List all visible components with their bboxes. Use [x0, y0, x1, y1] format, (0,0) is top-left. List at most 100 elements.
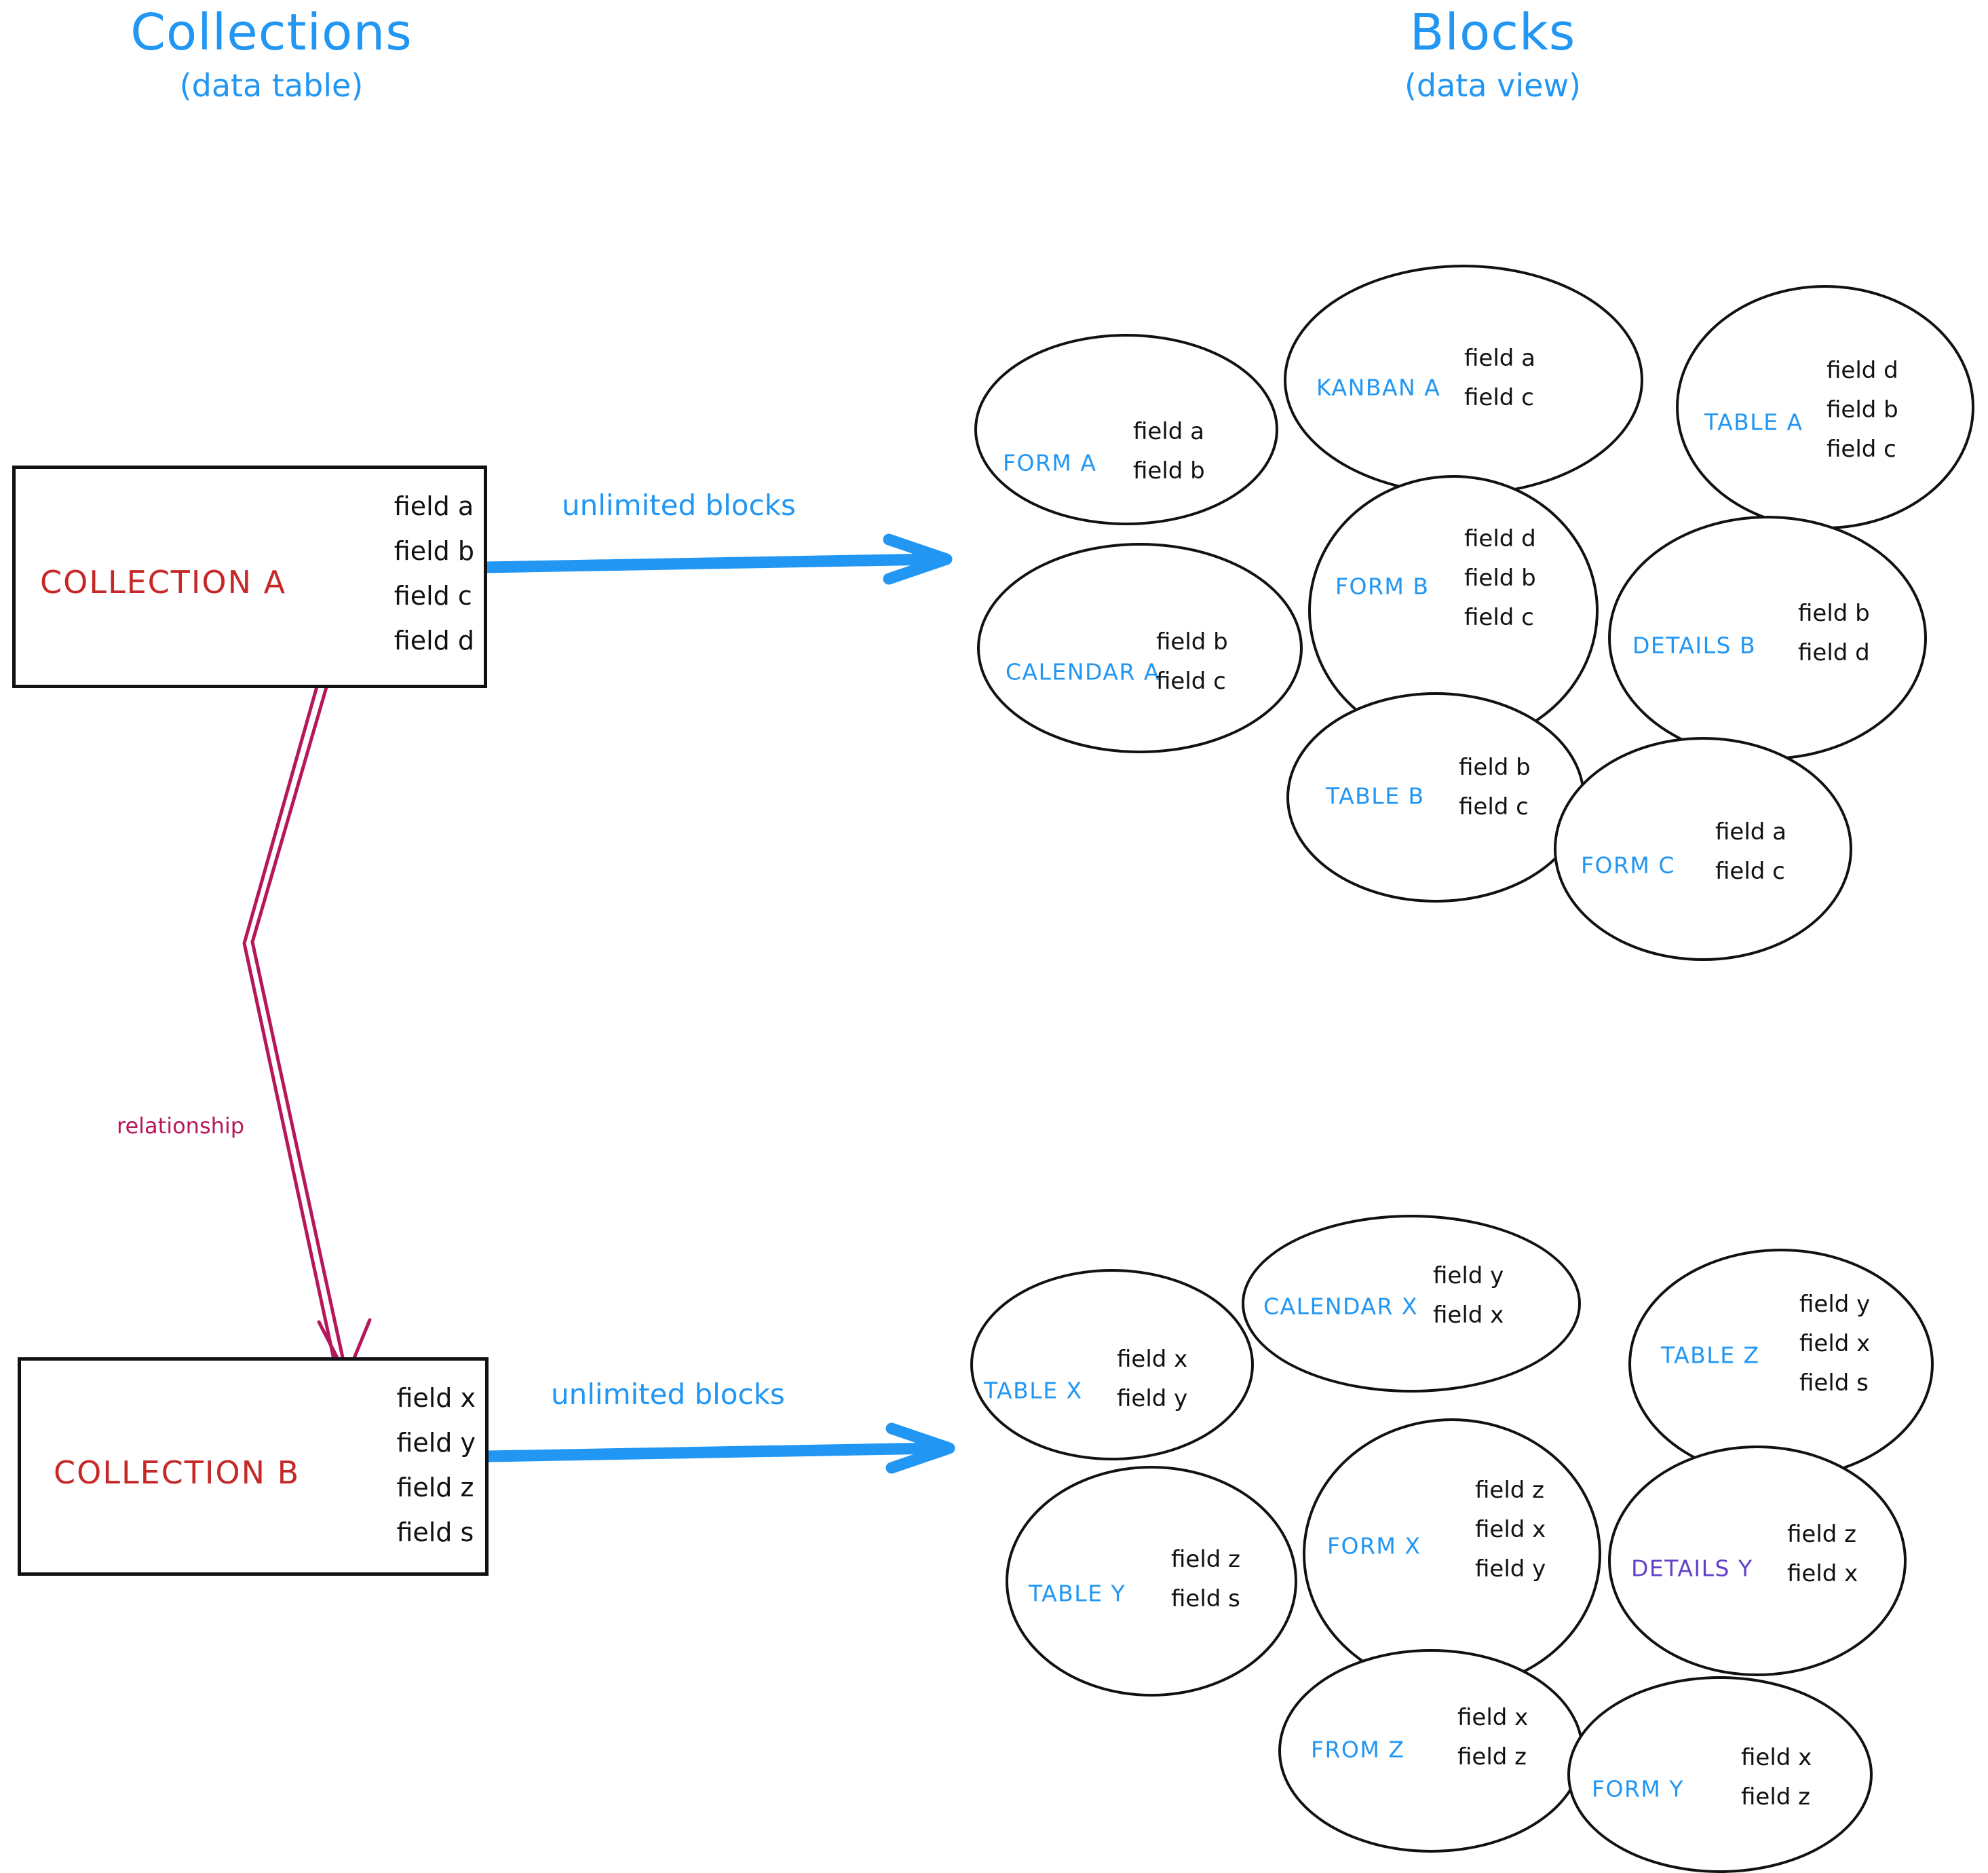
collection-a-field: field d — [394, 626, 474, 656]
block-field: field y — [1799, 1291, 1871, 1318]
relationship-connector — [242, 658, 372, 1378]
block-field: field c — [1464, 604, 1534, 631]
block-label-form-a: FORM A — [1003, 449, 1097, 476]
block-field: field d — [1798, 639, 1870, 667]
collection-a-fields: field a field b field c field d — [394, 484, 474, 663]
block-field: field z — [1171, 1546, 1241, 1574]
block-field: field a — [1133, 418, 1205, 446]
block-ellipse-form-c[interactable]: FORM C field a field c — [1554, 737, 1852, 961]
block-label-form-c: FORM C — [1581, 852, 1675, 879]
block-label-form-x: FORM X — [1327, 1532, 1421, 1559]
block-ellipse-table-x[interactable]: TABLE X field x field y — [970, 1269, 1254, 1460]
block-label-details-b: DETAILS B — [1632, 632, 1757, 659]
block-field: field x — [1433, 1302, 1504, 1329]
block-label-from-z: FROM Z — [1311, 1736, 1405, 1763]
unlimited-blocks-label-top: unlimited blocks — [562, 489, 796, 522]
block-fields-form-c: field a field c — [1715, 812, 1786, 891]
blocks-title: Blocks — [1409, 3, 1576, 62]
block-field: field s — [1799, 1369, 1869, 1397]
block-fields-kanban-a: field a field c — [1464, 339, 1535, 417]
block-ellipse-from-z[interactable]: FROM Z field x field z — [1278, 1649, 1584, 1853]
block-fields-table-b: field b field c — [1459, 748, 1531, 827]
block-label-table-x: TABLE X — [984, 1377, 1083, 1404]
block-ellipse-calendar-x[interactable]: CALENDAR X field y field x — [1242, 1215, 1581, 1393]
block-label-kanban-a: KANBAN A — [1316, 374, 1441, 401]
block-field: field y — [1475, 1555, 1546, 1583]
block-label-calendar-a: CALENDAR A — [1006, 658, 1160, 685]
block-field: field c — [1464, 384, 1534, 412]
block-field: field y — [1433, 1262, 1504, 1290]
block-fields-details-y: field z field x — [1787, 1515, 1858, 1593]
block-field: field z — [1787, 1521, 1857, 1549]
blocks-subtitle: (data view) — [1404, 67, 1582, 104]
collection-b-field: field z — [396, 1473, 474, 1502]
block-ellipse-form-x[interactable]: FORM X field z field x field y — [1303, 1418, 1601, 1690]
block-field: field c — [1156, 667, 1226, 695]
collection-b-box[interactable]: COLLECTION B field x field y field z fie… — [18, 1357, 489, 1576]
block-field: field z — [1457, 1743, 1527, 1771]
block-field: field a — [1715, 818, 1787, 846]
collection-b-field: field x — [396, 1383, 476, 1413]
block-field: field b — [1459, 754, 1531, 782]
block-field: field c — [1459, 793, 1529, 821]
block-field: field y — [1117, 1384, 1188, 1412]
collection-b-field: field y — [396, 1428, 476, 1458]
block-ellipse-table-b[interactable]: TABLE B field b field c — [1286, 692, 1585, 903]
block-fields-form-x: field z field x field y — [1475, 1471, 1546, 1589]
block-label-table-y: TABLE Y — [1029, 1580, 1126, 1607]
block-field: field b — [1464, 565, 1536, 592]
collections-title: Collections — [130, 3, 413, 62]
relationship-label: relationship — [117, 1113, 245, 1139]
block-field: field b — [1133, 457, 1205, 485]
block-label-form-b: FORM B — [1335, 573, 1430, 600]
collection-b-field: field s — [396, 1517, 474, 1547]
collection-a-name: COLLECTION A — [40, 564, 287, 601]
collection-a-field: field a — [394, 491, 474, 521]
block-field: field z — [1741, 1783, 1811, 1811]
block-fields-from-z: field x field z — [1457, 1698, 1528, 1777]
block-field: field z — [1475, 1477, 1545, 1504]
collection-a-field: field c — [394, 581, 472, 611]
block-ellipse-form-a[interactable]: FORM A field a field b — [974, 334, 1278, 525]
block-field: field x — [1475, 1516, 1546, 1543]
block-label-table-z: TABLE Z — [1661, 1342, 1760, 1369]
block-label-table-b: TABLE B — [1326, 782, 1425, 810]
block-field: field a — [1464, 345, 1536, 373]
unlimited-blocks-arrow-top — [478, 533, 953, 585]
block-ellipse-form-y[interactable]: FORM Y field x field z — [1567, 1676, 1873, 1873]
block-label-details-y: DETAILS Y — [1631, 1555, 1753, 1582]
collection-a-box[interactable]: COLLECTION A field a field b field c fie… — [12, 466, 487, 688]
unlimited-blocks-label-bottom: unlimited blocks — [551, 1378, 785, 1411]
blocks-header: Blocks (data view) — [1282, 3, 1703, 104]
block-fields-table-z: field y field x field s — [1799, 1285, 1870, 1403]
collection-b-name: COLLECTION B — [54, 1454, 301, 1491]
block-field: field x — [1787, 1560, 1858, 1588]
block-label-calendar-x: CALENDAR X — [1263, 1293, 1418, 1320]
block-field: field c — [1827, 436, 1896, 463]
block-fields-table-x: field x field y — [1117, 1340, 1187, 1418]
block-fields-form-a: field a field b — [1133, 412, 1205, 491]
block-field: field x — [1741, 1744, 1812, 1771]
block-field: field x — [1117, 1345, 1188, 1373]
block-label-form-y: FORM Y — [1592, 1775, 1685, 1802]
diagram-canvas: Collections (data table) Blocks (data vi… — [12, 3, 1974, 1873]
block-field: field s — [1171, 1585, 1240, 1613]
collection-a-field: field b — [394, 536, 474, 566]
collection-b-fields: field x field y field z field s — [396, 1376, 476, 1555]
block-ellipse-kanban-a[interactable]: KANBAN A field a field c — [1284, 265, 1643, 495]
block-field: field x — [1457, 1704, 1529, 1731]
block-ellipse-details-y[interactable]: DETAILS Y field z field x — [1608, 1445, 1907, 1676]
block-field: field d — [1464, 525, 1536, 552]
block-ellipse-table-y[interactable]: TABLE Y field z field s — [1006, 1466, 1297, 1697]
block-fields-calendar-x: field y field x — [1433, 1256, 1504, 1335]
block-field: field c — [1715, 858, 1785, 885]
block-field: field d — [1827, 357, 1898, 384]
block-field: field x — [1799, 1330, 1871, 1357]
block-ellipse-table-z[interactable]: TABLE Z field y field x field s — [1628, 1249, 1934, 1479]
block-fields-form-b: field d field b field c — [1464, 519, 1536, 637]
